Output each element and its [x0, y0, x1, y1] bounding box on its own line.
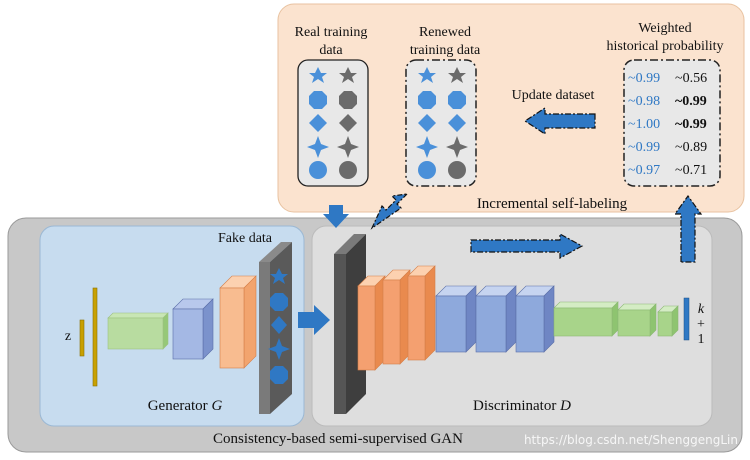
prob-right-4: ~0.71 [675, 163, 707, 178]
prob-right-0: ~0.56 [675, 71, 707, 86]
gan-caption: Consistency-based semi-supervised GAN [213, 431, 463, 447]
star6-icon [270, 268, 288, 284]
prob-left-4: ~0.97 [628, 163, 660, 178]
z-bar-short [79, 319, 85, 357]
octagon-icon [448, 91, 466, 109]
gen-layer-orange [219, 275, 257, 369]
output-plus: + [697, 317, 705, 332]
watermark: https://blog.csdn.net/ShenggengLin [524, 433, 738, 447]
renewed-data-label-2: training data [410, 43, 481, 58]
octagon-icon [418, 91, 436, 109]
probability-box [623, 59, 721, 187]
diamond-icon [448, 114, 466, 132]
prob-right-2: ~0.99 [675, 117, 707, 132]
disc-green-layer-1 [553, 301, 619, 337]
renewed-data-shapes [416, 67, 468, 179]
disc-orange-layer-1 [357, 275, 386, 371]
fake-data-shapes [268, 268, 290, 384]
octagon-icon [270, 293, 288, 311]
prob-left-1: ~0.98 [628, 94, 660, 109]
octagon-icon [309, 91, 327, 109]
real-to-disc-arrow [323, 205, 349, 228]
renewed-data-label-1: Renewed [419, 25, 471, 40]
disc-orange-layer-2 [382, 269, 411, 365]
disc-orange-layer-3 [407, 265, 436, 361]
z-label: z [65, 329, 71, 344]
prob-right-1: ~0.99 [675, 94, 707, 109]
incremental-label: Incremental self-labeling [477, 196, 628, 212]
gen-layer-green [107, 312, 169, 350]
star6-icon [339, 67, 357, 83]
up-arrow [673, 194, 703, 263]
diamond-icon [418, 114, 436, 132]
real-data-box [297, 59, 369, 187]
diamond-icon [339, 114, 357, 132]
disc-blue-layer-1 [435, 285, 477, 353]
star6-icon [418, 67, 436, 83]
octagon-icon [339, 91, 357, 109]
z-bar-long [92, 287, 98, 387]
renewed-to-disc-arrow [370, 193, 409, 230]
update-dataset-label: Update dataset [512, 88, 595, 103]
octagon-icon [270, 366, 288, 384]
star4-icon [268, 338, 290, 360]
real-data-label-2: data [319, 43, 343, 58]
disc-output-layer [683, 297, 690, 341]
circle-icon [309, 161, 327, 179]
real-data-label-1: Real training [295, 25, 368, 40]
star4-icon [307, 136, 329, 158]
prob-left-2: ~1.00 [628, 117, 660, 132]
disc-green-layer-3 [657, 305, 679, 337]
star4-icon [416, 136, 438, 158]
discriminator-label: Discriminator D [473, 398, 571, 414]
star4-icon [446, 136, 468, 158]
update-arrow [523, 106, 596, 136]
disc-forward-arrow [470, 232, 584, 260]
disc-blue-layer-2 [475, 285, 517, 353]
circle-icon [418, 161, 436, 179]
star4-icon [337, 136, 359, 158]
star6-icon [448, 67, 466, 83]
generator-label: Generator G [148, 398, 223, 414]
fake-data-label: Fake data [218, 231, 273, 246]
output-one: 1 [698, 332, 705, 347]
prob-right-3: ~0.89 [675, 140, 707, 155]
weighted-label-1: Weighted [638, 21, 691, 36]
prob-left-0: ~0.99 [628, 71, 660, 86]
real-data-shapes [307, 67, 359, 179]
probability-rows: ~0.99 ~0.56 ~0.98 ~0.99 ~1.00 ~0.99 ~0.9… [628, 71, 707, 178]
disc-green-layer-2 [617, 303, 657, 337]
weighted-label-2: historical probability [606, 39, 723, 54]
disc-blue-layer-3 [515, 285, 555, 353]
gen-layer-blue [172, 298, 214, 360]
prob-left-3: ~0.99 [628, 140, 660, 155]
diamond-icon [309, 114, 327, 132]
gen-to-disc-arrow [298, 305, 330, 335]
circle-icon [339, 161, 357, 179]
output-k: k [698, 302, 705, 317]
circle-icon [448, 161, 466, 179]
diamond-icon [271, 316, 287, 334]
star6-icon [309, 67, 327, 83]
